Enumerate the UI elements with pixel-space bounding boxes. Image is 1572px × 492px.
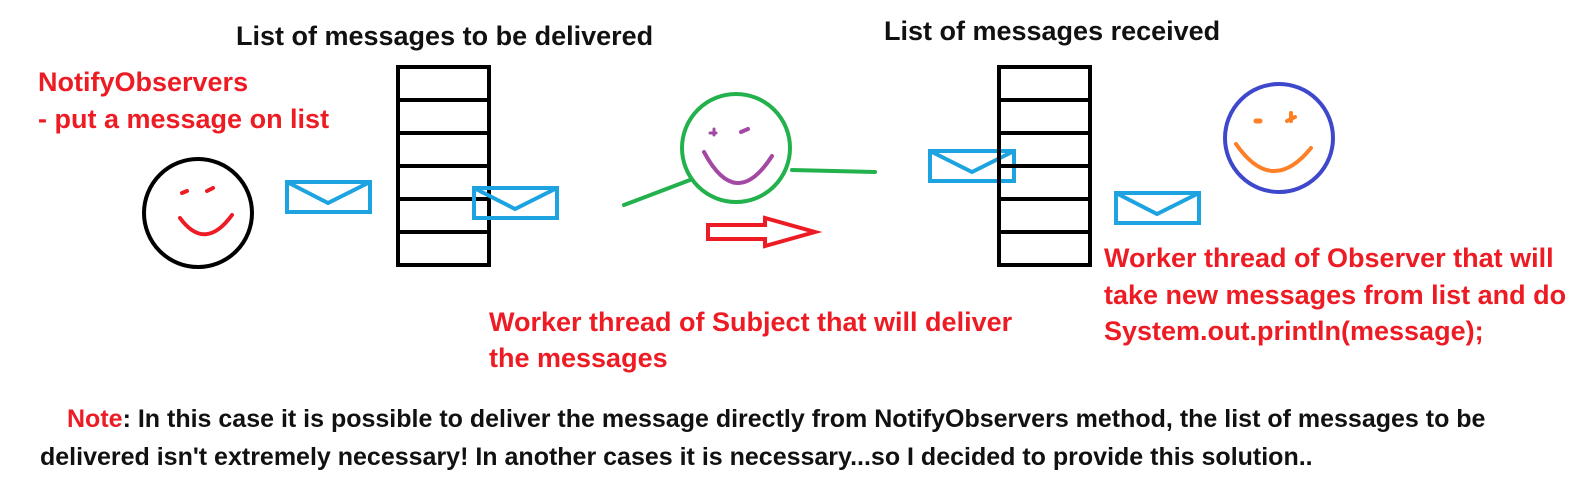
subject-worker-label-line2: the messages	[489, 343, 668, 373]
incoming-message-queue-icon	[997, 65, 1092, 267]
observer-worker-label-line3: System.out.println(message);	[1104, 316, 1484, 346]
note-line1: Note: In this case it is possible to del…	[67, 404, 1485, 435]
note-line2: delivered isn't extremely necessary! In …	[40, 443, 1313, 471]
outgoing-list-title: List of messages to be delivered	[236, 21, 654, 51]
outgoing-message-queue-icon	[396, 65, 491, 267]
subject-worker-label-line1: Worker thread of Subject that will deliv…	[489, 307, 1013, 337]
notify-observers-description: - put a message on list	[38, 104, 330, 134]
envelope-icon	[1114, 191, 1201, 225]
publisher-smiley-icon	[142, 157, 254, 269]
note-line1-text: : In this case it is possible to deliver…	[122, 405, 1486, 433]
envelope-icon	[285, 180, 372, 214]
notify-observers-label: NotifyObservers	[38, 67, 249, 97]
delivery-worker-smiley-icon	[622, 92, 877, 207]
arrow-right-icon	[706, 215, 823, 249]
envelope-icon	[472, 186, 559, 220]
note-prefix: Note	[67, 405, 123, 433]
observer-worker-label-line1: Worker thread of Observer that will	[1104, 243, 1554, 273]
observer-smiley-icon	[1223, 82, 1335, 194]
observer-worker-label-line2: take new messages from list and do	[1104, 280, 1567, 310]
incoming-list-title: List of messages received	[884, 16, 1221, 46]
